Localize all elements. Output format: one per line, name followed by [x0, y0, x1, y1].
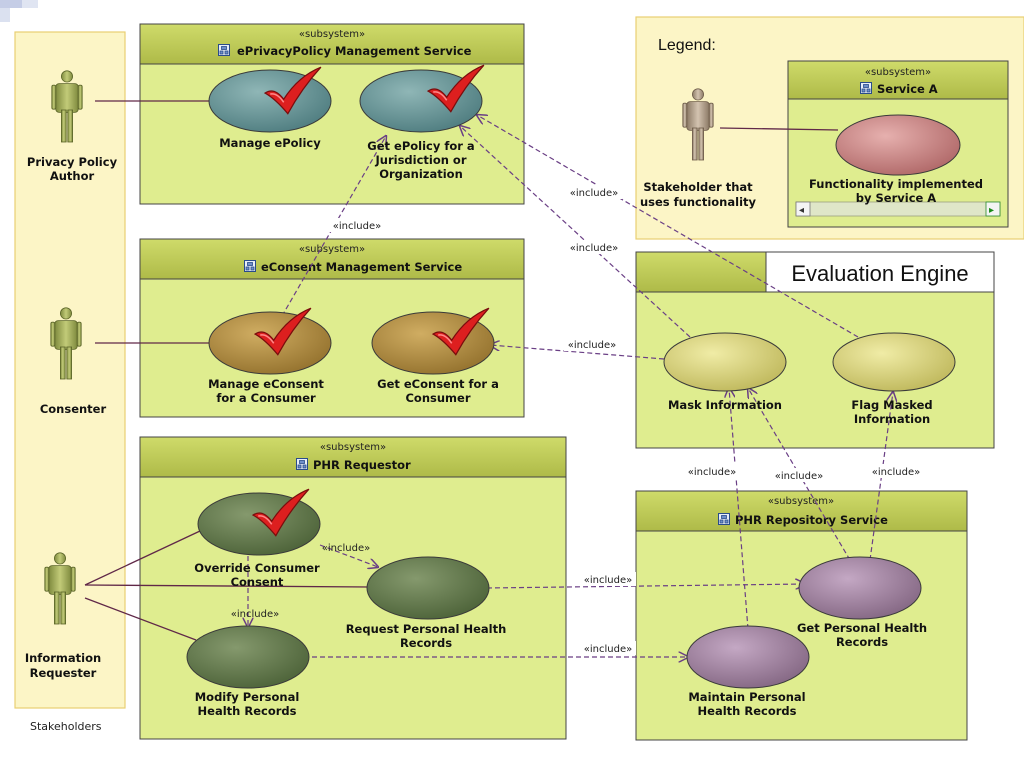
legend-actor-label: Stakeholder that: [643, 180, 753, 194]
usecase-manage-epolicy[interactable]: [208, 69, 332, 133]
association-lines: [84, 100, 839, 641]
usecase-label: Health Records: [198, 704, 297, 718]
include-label: «include»: [570, 243, 618, 254]
include-edge: [490, 345, 665, 360]
usecase-label: Consent: [231, 575, 284, 589]
include-label: «include»: [688, 467, 736, 478]
usecase-label: Manage ePolicy: [219, 136, 321, 150]
package-icon: [296, 458, 308, 470]
include-edge: [460, 126, 691, 338]
include-label: «include»: [333, 221, 381, 232]
usecase-label: Records: [836, 635, 888, 649]
actor-label: Author: [50, 169, 95, 183]
include-label: «include»: [322, 543, 370, 554]
subsystem-title: PHR Repository Service: [735, 513, 888, 527]
include-label: «include»: [872, 467, 920, 478]
subsystem-title: ePrivacyPolicy Management Service: [237, 44, 472, 58]
actor-label: Information: [25, 651, 101, 665]
usecase-label: Organization: [379, 167, 463, 181]
scroll-right-icon[interactable]: ▸: [989, 205, 994, 216]
legend-scrollbar[interactable]: [795, 201, 1001, 217]
actor-label: Requester: [30, 666, 97, 680]
usecase-label: Get ePolicy for a: [367, 139, 474, 153]
legend-usecase-label: Functionality implemented: [809, 177, 983, 191]
package-icon: [218, 44, 230, 56]
package-icon: [860, 82, 872, 94]
include-labels: «include» «include» «include» «include» …: [231, 188, 920, 655]
usecase-label: Manage eConsent: [208, 377, 324, 391]
usecase-label: Get Personal Health: [797, 621, 927, 635]
usecase-mask-information[interactable]: [663, 332, 787, 392]
package-icon: [244, 260, 256, 272]
include-edge: [281, 136, 386, 317]
include-label: «include»: [775, 471, 823, 482]
subsystem-stereotype: «subsystem»: [865, 67, 931, 78]
scroll-left-icon[interactable]: ◂: [799, 205, 804, 216]
usecase-override-consent[interactable]: [197, 492, 321, 556]
legend-actor-label: uses functionality: [640, 195, 757, 209]
include-lines: [248, 115, 893, 657]
usecase-label: Health Records: [698, 704, 797, 718]
usecase-get-phr[interactable]: [798, 556, 922, 620]
include-label: «include»: [570, 188, 618, 199]
usecase-label: Flag Masked: [851, 398, 932, 412]
usecase-label: Request Personal Health: [346, 622, 507, 636]
include-edge: [486, 584, 805, 588]
include-label: «include»: [568, 340, 616, 351]
usecase-label: Modify Personal: [195, 690, 300, 704]
usecase-label: Override Consumer: [194, 561, 320, 575]
usecase-label: Consumer: [405, 391, 470, 405]
subsystem-stereotype: «subsystem»: [768, 496, 834, 507]
slide-corner-decoration: [0, 0, 38, 22]
usecase-label: Get eConsent for a: [377, 377, 499, 391]
use-cases: [186, 69, 961, 689]
include-label: «include»: [584, 644, 632, 655]
include-label: «include»: [584, 575, 632, 586]
usecase-get-epolicy[interactable]: [359, 69, 483, 133]
include-edge: [319, 544, 378, 567]
usecase-label: Jurisdiction or: [374, 153, 466, 167]
legend-title: Legend:: [658, 37, 716, 54]
actor-label: Consenter: [40, 402, 107, 416]
package-icon: [718, 513, 730, 525]
include-edge: [477, 115, 859, 338]
usecase-label: Information: [854, 412, 930, 426]
subsystem-stereotype: «subsystem»: [299, 29, 365, 40]
legend-usecase-label: by Service A: [856, 191, 937, 205]
include-label-masks: [329, 185, 924, 655]
subsystem-phr-repository[interactable]: [635, 490, 968, 741]
usecase-flag-masked[interactable]: [832, 332, 956, 392]
legend-usecase: [835, 114, 961, 176]
stakeholders-caption: Stakeholders: [30, 720, 102, 733]
usecase-label: Maintain Personal: [688, 690, 805, 704]
subsystem-stereotype: «subsystem»: [320, 442, 386, 453]
usecase-label: for a Consumer: [216, 391, 316, 405]
subsystem-stereotype: «subsystem»: [299, 244, 365, 255]
usecase-maintain-phr[interactable]: [686, 625, 810, 689]
include-edge: [729, 388, 749, 630]
include-label: «include»: [231, 609, 279, 620]
subsystem-phr-requestor[interactable]: [139, 436, 567, 740]
usecase-request-phr[interactable]: [366, 556, 490, 620]
actor-label: Privacy Policy: [27, 155, 118, 169]
usecase-label: Mask Information: [668, 398, 782, 412]
subsystem-title: eConsent Management Service: [261, 260, 462, 274]
subsystem-eprivacypolicy[interactable]: [139, 23, 525, 205]
legend-subsystem-title: Service A: [877, 82, 938, 96]
subsystem-title: PHR Requestor: [313, 458, 411, 472]
usecase-modify-phr[interactable]: [186, 625, 310, 689]
evaluation-engine-title: Evaluation Engine: [791, 261, 968, 286]
usecase-label: Records: [400, 636, 452, 650]
